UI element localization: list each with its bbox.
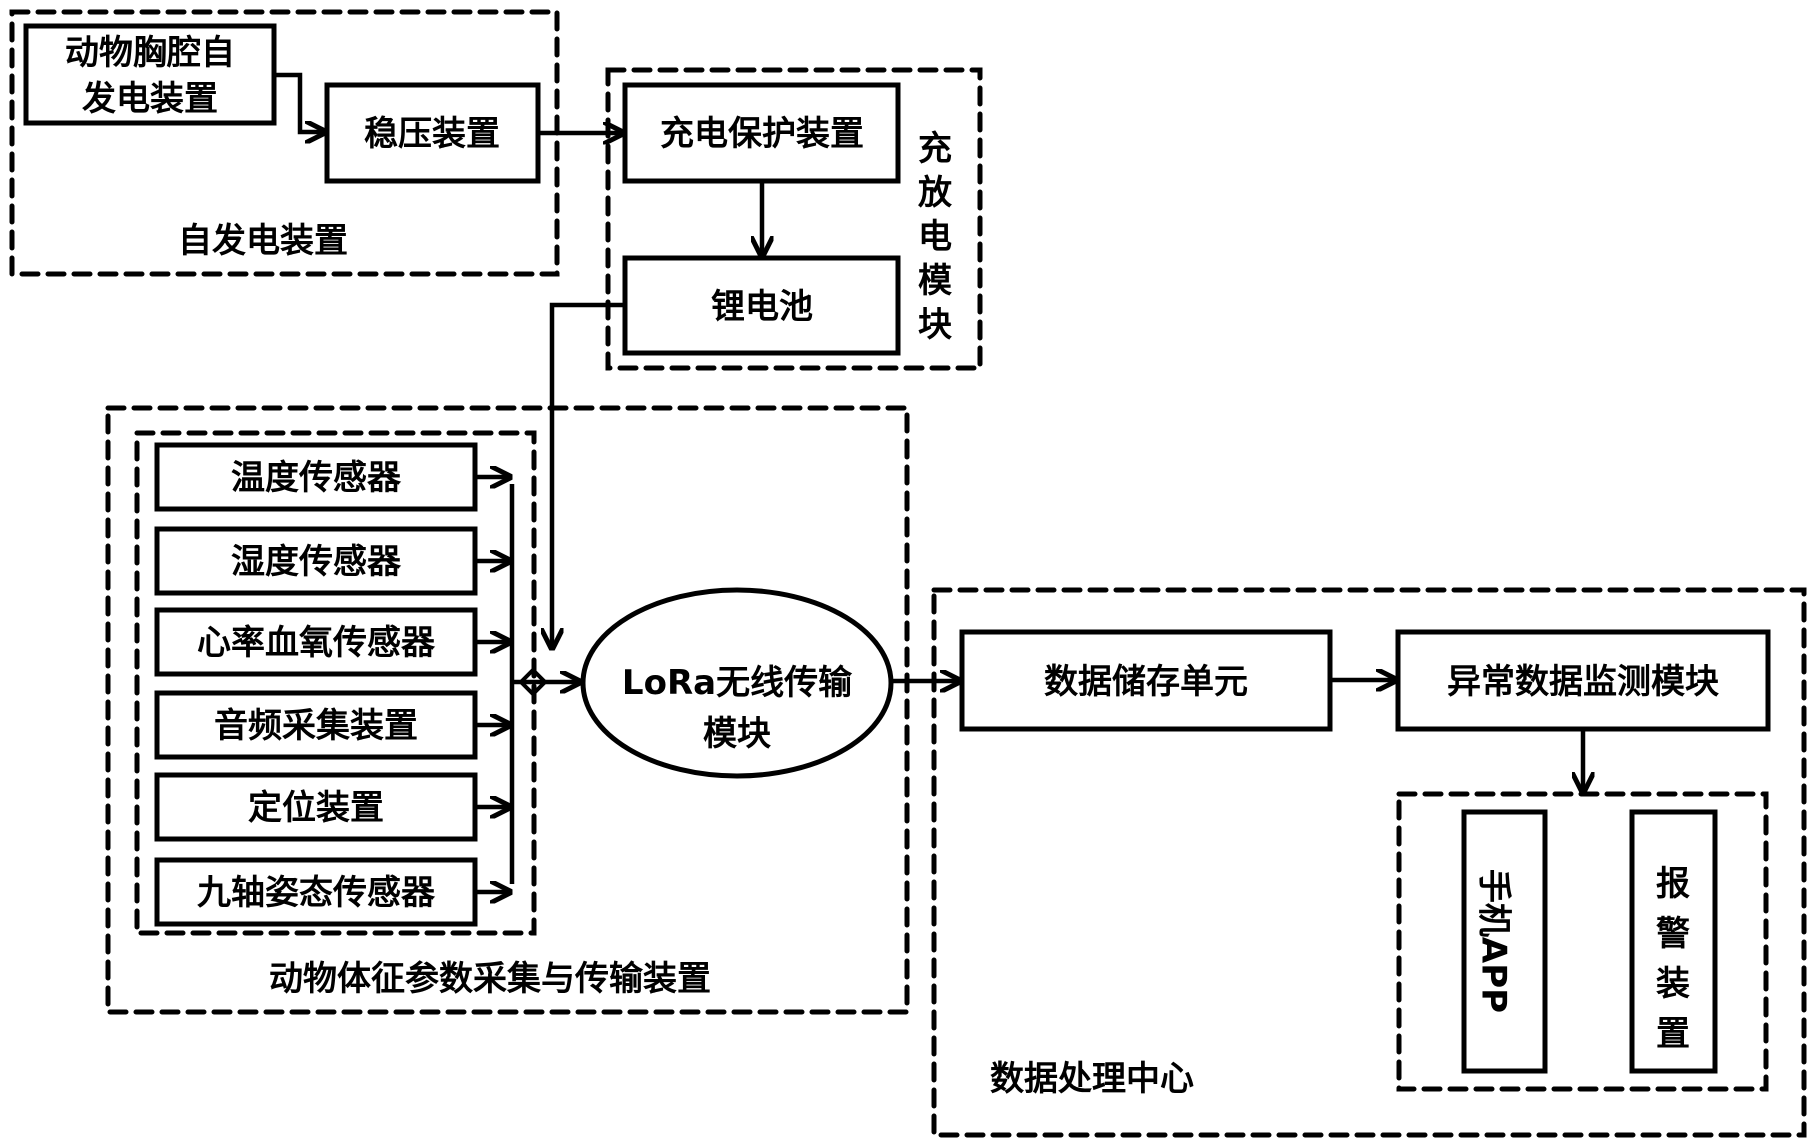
lora-line2: 模块	[703, 714, 771, 754]
lithium-battery-label: 锂电池	[711, 287, 813, 327]
anomaly-monitor-label: 异常数据监测模块	[1447, 662, 1719, 702]
group-data-center: 数据处理中心	[931, 587, 1807, 1138]
group-charge-module: 充放电模块	[605, 67, 983, 371]
group-self-power: 自发电装置	[9, 9, 560, 277]
edge-generator-to-regulator	[274, 72, 325, 132]
node-charge-protection: 充电保护装置	[622, 82, 901, 184]
sensor-label: 音频采集装置	[214, 706, 418, 746]
junction-diamond-icon	[518, 667, 548, 697]
connectors	[274, 72, 1583, 884]
self-power-label: 自发电装置	[178, 221, 348, 261]
sensor-box	[154, 526, 478, 596]
sensor-label: 九轴姿态传感器	[197, 873, 436, 913]
sensor-label: 心率血氧传感器	[197, 623, 436, 663]
sensor-box	[154, 607, 478, 677]
node-phone-app: 手机APP	[1461, 809, 1548, 1074]
alarm-label: 报警装置	[1656, 864, 1690, 1054]
charge-protection-label: 充电保护装置	[660, 114, 864, 154]
sensor-node: 心率血氧传感器	[154, 607, 510, 677]
sensor-node: 音频采集装置	[154, 690, 510, 760]
sensor-box	[154, 772, 478, 842]
sensor-label: 温度传感器	[231, 458, 402, 498]
node-alarm: 报警装置	[1629, 809, 1718, 1074]
self-power-border	[9, 9, 560, 277]
thorax-generator-line1: 动物胸腔自	[65, 33, 235, 73]
thorax-generator-line2: 发电装置	[82, 79, 218, 119]
voltage-regulator-label: 稳压装置	[364, 114, 500, 154]
node-anomaly-monitor: 异常数据监测模块	[1395, 629, 1771, 732]
data-center-border	[931, 587, 1807, 1138]
sensor-node: 温度传感器	[154, 442, 510, 512]
phone-app-label: 手机APP	[1474, 869, 1514, 1013]
edge-battery-power-line	[552, 302, 625, 648]
data-storage-label: 数据储存单元	[1044, 662, 1248, 702]
sensor-label: 定位装置	[248, 788, 384, 828]
node-thorax-generator: 动物胸腔自 发电装置	[23, 23, 277, 126]
sensor-label: 湿度传感器	[231, 542, 402, 582]
node-lora: LoRa无线传输 模块	[580, 587, 894, 779]
charge-module-label: 充放电模块	[918, 129, 952, 345]
sensor-node: 湿度传感器	[154, 526, 510, 596]
charge-module-border	[605, 67, 983, 371]
sensor-box	[154, 690, 478, 760]
node-lithium-battery: 锂电池	[622, 255, 901, 356]
group-acquisition: 动物体征参数采集与传输装置	[105, 405, 910, 1015]
node-voltage-regulator: 稳压装置	[324, 82, 541, 184]
node-data-storage: 数据储存单元	[959, 629, 1333, 732]
acquisition-border	[105, 405, 910, 1015]
sensor-node: 定位装置	[154, 772, 510, 842]
sensor-group-border	[134, 430, 537, 936]
sensor-node: 九轴姿态传感器	[154, 857, 510, 927]
sensor-box	[154, 442, 478, 512]
acquisition-label: 动物体征参数采集与传输装置	[269, 959, 711, 999]
lora-line1: LoRa无线传输	[622, 663, 853, 703]
data-center-label: 数据处理中心	[990, 1059, 1194, 1099]
